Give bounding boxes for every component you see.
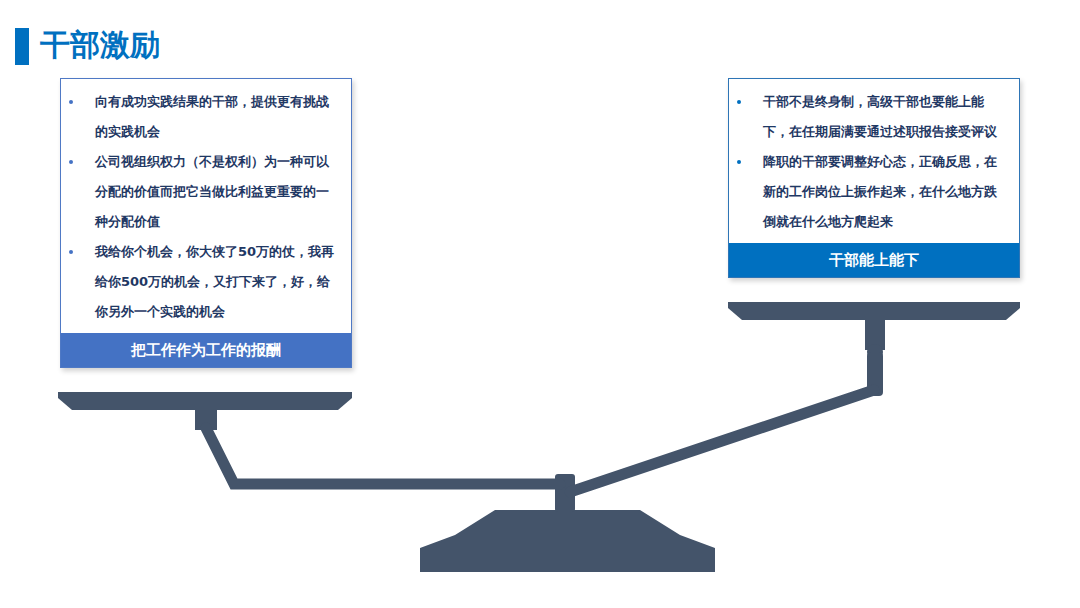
right-tray bbox=[728, 302, 1020, 320]
left-arm bbox=[206, 428, 560, 484]
heading-band: 干部能上能下 bbox=[729, 243, 1019, 277]
bullet-text: 公司视组织权力（不是权利）为一种可以分配的价值而把它当做比利益更重要的一种分配价… bbox=[95, 147, 341, 237]
bullet-dot bbox=[69, 100, 73, 104]
scale-base bbox=[420, 510, 715, 572]
bullet-dot bbox=[737, 100, 741, 104]
bullet-dot bbox=[69, 160, 73, 164]
left-tray bbox=[58, 392, 352, 410]
title-bar bbox=[15, 28, 29, 65]
page-title: 干部激励 bbox=[40, 24, 160, 66]
bullet-text: 降职的干部要调整好心态，正确反思，在新的工作岗位上振作起来，在什么地方跌倒就在什… bbox=[763, 147, 1009, 237]
bullet-row: 我给你个机会，你大侠了50万的仗，我再给你500万的机会，又打下来了，好，给你另… bbox=[61, 237, 351, 327]
bullet-row: 干部不是终身制，高级干部也要能上能下，在任期届满要通过述职报告接受评议 bbox=[729, 87, 1019, 147]
bullet-row: 降职的干部要调整好心态，正确反思，在新的工作岗位上振作起来，在什么地方跌倒就在什… bbox=[729, 147, 1019, 237]
bullet-row: 向有成功实践结果的干部，提供更有挑战的实践机会 bbox=[61, 87, 351, 147]
bullet-text: 向有成功实践结果的干部，提供更有挑战的实践机会 bbox=[95, 87, 341, 147]
text-card: 向有成功实践结果的干部，提供更有挑战的实践机会公司视组织权力（不是权利）为一种可… bbox=[60, 78, 352, 368]
heading-band: 把工作作为工作的报酬 bbox=[61, 333, 351, 367]
bullet-text: 我给你个机会，你大侠了50万的仗，我再给你500万的机会，又打下来了，好，给你另… bbox=[95, 237, 341, 327]
bullet-row: 公司视组织权力（不是权利）为一种可以分配的价值而把它当做比利益更重要的一种分配价… bbox=[61, 147, 351, 237]
text-card: 干部不是终身制，高级干部也要能上能下，在任期届满要通过述职报告接受评议降职的干部… bbox=[728, 78, 1020, 278]
bullet-dot bbox=[69, 250, 73, 254]
bullet-text: 干部不是终身制，高级干部也要能上能下，在任期届满要通过述职报告接受评议 bbox=[763, 87, 1009, 147]
bullet-dot bbox=[737, 160, 741, 164]
right-arm bbox=[570, 390, 874, 492]
